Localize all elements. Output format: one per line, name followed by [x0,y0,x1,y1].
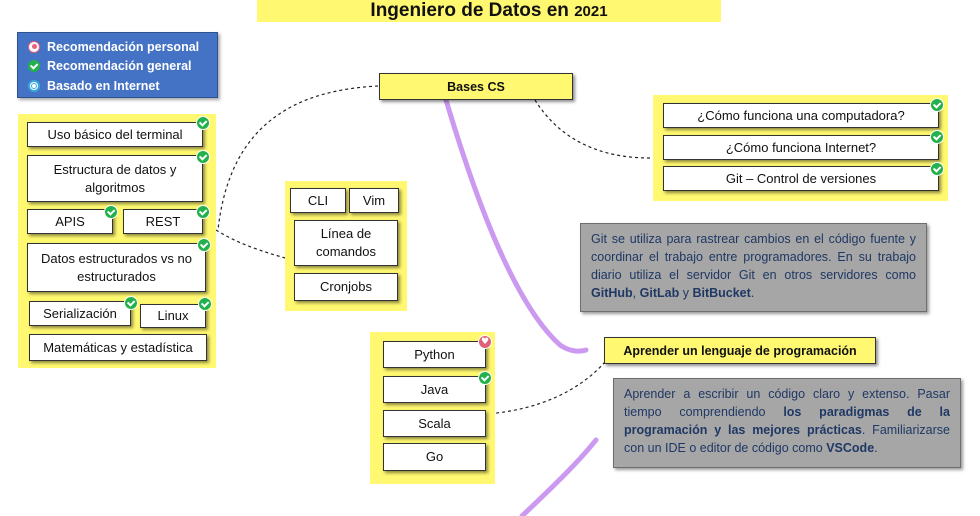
node-terminal[interactable]: Uso básico del terminal [27,116,210,147]
check-icon [196,150,210,164]
node-matematicas[interactable]: Matemáticas y estadística [29,334,207,361]
check-icon [197,238,211,252]
node-bases-cs-label: Bases CS [447,79,505,94]
node-internet-label: ¿Cómo funciona Internet? [725,139,877,155]
node-computadora-label: ¿Cómo funciona una computadora? [697,107,905,123]
title-year: 2021 [574,3,608,20]
node-aprender-lenguaje[interactable]: Aprender un lenguaje de programación [604,337,876,364]
node-rest-label: REST [145,213,181,229]
node-java-label: Java [420,381,449,397]
page-title: Ingeniero de Datos en 2021 [257,0,721,22]
node-serializacion-label: Serialización [43,305,117,321]
node-python[interactable]: Python [383,335,492,368]
node-estructura-label: Estructura de datos y algoritmos [53,161,177,195]
note-lenguaje-mid: . Familiarizarse con un IDE o editor de … [624,423,950,455]
note-git-period: . [750,286,755,300]
node-git-label: Git – Control de versiones [725,170,877,186]
note-git-text: Git se utiliza para rastrear cambios en … [591,232,916,282]
node-internet[interactable]: ¿Cómo funciona Internet? [663,130,944,160]
note-git-y: y [682,286,689,300]
legend-label-internet: Basado en Internet [47,78,160,93]
note-lenguaje-paradigms: los paradigmas de la programación y las … [624,405,950,437]
node-aprender-lenguaje-label: Aprender un lenguaje de programación [623,343,857,358]
node-estructura[interactable]: Estructura de datos y algoritmos [27,150,210,202]
node-vim[interactable]: Vim [349,188,399,213]
check-icon [196,116,210,130]
note-lenguaje-period: . [874,441,878,455]
node-apis-label: APIS [55,213,85,229]
node-go[interactable]: Go [383,443,486,471]
node-python-label: Python [414,346,455,362]
legend-item-internet: Basado en Internet [28,76,217,96]
node-scala-label: Scala [418,415,451,431]
node-cronjobs-label: Cronjobs [319,279,373,294]
node-linux[interactable]: Linux [140,297,212,328]
check-icon [196,205,210,219]
node-go-label: Go [425,449,444,464]
node-rest[interactable]: REST [123,205,210,234]
check-icon [930,98,944,112]
node-java[interactable]: Java [383,371,492,403]
node-scala[interactable]: Scala [383,410,486,437]
node-computadora[interactable]: ¿Cómo funciona una computadora? [663,98,944,128]
heart-icon [28,40,40,53]
node-apis[interactable]: APIS [27,205,118,234]
connector-left-to-cli [215,229,286,259]
connector-lang-to-langgroup [485,361,606,415]
node-cronjobs[interactable]: Cronjobs [294,273,398,301]
check-icon [124,296,138,310]
legend-item-personal: Recomendación personal [28,37,217,57]
legend-label-general: Recomendación general [47,59,192,74]
connector-bases-to-left [217,85,379,231]
note-git-gitlab: GitLab [639,286,680,300]
node-cli-label: CLI [307,192,329,208]
purple-connector-bottom [519,437,599,516]
purple-connector-top [443,97,589,354]
legend-item-general: Recomendación general [28,57,217,77]
node-datos[interactable]: Datos estructurados vs no estructurados [27,238,211,292]
note-git-github: GitHub [591,286,633,300]
node-git[interactable]: Git – Control de versiones [663,162,944,191]
note-git-comma: , [632,286,637,300]
check-icon [930,130,944,144]
check-icon [104,205,118,219]
note-git-bitbucket: BitBucket [692,286,751,300]
node-linea-comandos[interactable]: Línea de comandos [294,220,398,266]
node-bases-cs[interactable]: Bases CS [379,73,573,100]
node-matematicas-label: Matemáticas y estadística [43,339,193,355]
check-icon [198,297,212,311]
check-icon [478,371,492,385]
legend-label-personal: Recomendación personal [47,39,200,54]
legend: Recomendación personal Recomendación gen… [17,32,218,98]
heart-icon [478,335,492,349]
node-linux-label: Linux [157,308,189,323]
node-cli[interactable]: CLI [290,188,346,213]
node-linea-label: Línea de comandos [316,226,376,259]
connector-bases-to-right [534,99,651,159]
note-lenguaje: Aprender a escribir un código claro y ex… [613,378,961,468]
check-icon [28,60,40,73]
node-terminal-label: Uso básico del terminal [47,126,183,142]
note-git: Git se utiliza para rastrear cambios en … [580,223,927,312]
note-lenguaje-text: Aprender a escribir un código claro y ex… [624,387,950,419]
note-lenguaje-vscode: VSCode [826,441,875,455]
node-datos-label: Datos estructurados vs no estructurados [40,250,193,284]
title-main: Ingeniero de Datos en [370,0,569,21]
globe-icon [28,79,40,92]
node-vim-label: Vim [362,192,386,208]
check-icon [930,162,944,176]
panel-fundamentals [18,114,216,368]
node-serializacion[interactable]: Serialización [29,296,138,326]
